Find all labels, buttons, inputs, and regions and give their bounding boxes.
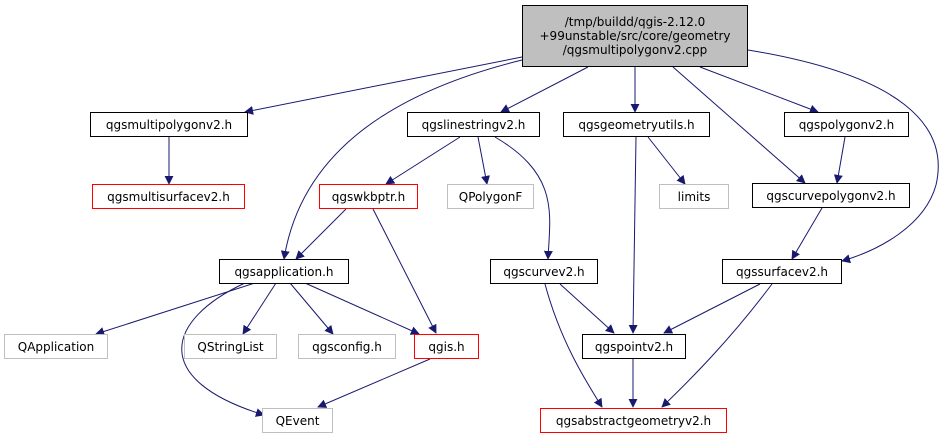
edge-root-application — [280, 59, 523, 260]
edge-curve-point — [559, 283, 615, 334]
node-qgscurvepolygonv2-h[interactable]: qgscurvepolygonv2.h — [752, 183, 910, 208]
root-path-line1: /tmp/buildd/qgis-2.12.0 — [564, 15, 706, 29]
edge-curvepolygon-surface — [791, 207, 823, 260]
node-qgsconfig-h[interactable]: qgsconfig.h — [298, 334, 396, 359]
edge-root-linestring — [500, 66, 589, 113]
edge-linestring-qpolygonf — [477, 136, 490, 185]
node-qgspointv2-h[interactable]: qgspointv2.h — [582, 334, 686, 359]
node-qgsgeometryutils-h[interactable]: qgsgeometryutils.h — [563, 112, 710, 137]
edge-curve-abstract — [544, 283, 603, 408]
root-file-node[interactable]: /tmp/buildd/qgis-2.12.0 +99unstable/src/… — [522, 5, 748, 67]
edge-wkbptr-qgis — [372, 208, 437, 334]
node-qgscurvev2-h[interactable]: qgscurvev2.h — [490, 259, 598, 284]
node-qgsmultisurfacev2-h[interactable]: qgsmultisurfacev2.h — [92, 184, 245, 209]
node-qapplication[interactable]: QApplication — [4, 334, 108, 359]
node-qgslinestringv2-h[interactable]: qgslinestringv2.h — [407, 112, 540, 137]
edge-geometryutils-limits — [647, 136, 686, 185]
edge-linestring-curve — [494, 136, 553, 260]
edge-application-qgsconfig — [289, 282, 334, 335]
edge-application-qstringlist — [242, 282, 277, 335]
edge-application-qapplication — [95, 282, 256, 336]
node-qstringlist[interactable]: QStringList — [184, 334, 277, 359]
edge-qgis-qevent — [317, 358, 431, 408]
node-qgssurfacev2-h[interactable]: qgssurfacev2.h — [722, 259, 842, 284]
edge-geometryutils-point — [628, 136, 638, 334]
root-path-line3: /qgsmultipolygonv2.cpp — [562, 43, 708, 57]
node-qgspolygonv2-h[interactable]: qgspolygonv2.h — [784, 112, 909, 137]
node-qevent[interactable]: QEvent — [262, 408, 333, 433]
edge-surface-point — [663, 283, 761, 334]
edge-root-surface — [747, 49, 939, 264]
node-qgsmultipolygonv2-h[interactable]: qgsmultipolygonv2.h — [90, 112, 248, 137]
node-qgis-h[interactable]: qgis.h — [414, 334, 479, 359]
node-qgsapplication-h[interactable]: qgsapplication.h — [219, 259, 349, 284]
edge-wkbptr-application — [295, 208, 347, 260]
node-qpolygonf[interactable]: QPolygonF — [447, 184, 534, 209]
edge-application-qgis — [304, 282, 420, 335]
node-qgswkbptr-h[interactable]: qgswkbptr.h — [319, 184, 418, 209]
node-limits[interactable]: limits — [659, 184, 729, 209]
edge-linestring-wkbptr — [385, 136, 461, 185]
edge-application-qevent — [181, 282, 265, 417]
node-qgsabstractgeometryv2-h[interactable]: qgsabstractgeometryv2.h — [540, 408, 727, 433]
edge-polygon-curvepolygon — [833, 136, 846, 184]
edge-surface-abstract — [661, 283, 773, 408]
root-path-line2: +99unstable/src/core/geometry — [539, 29, 731, 43]
edge-root-multipolygon — [244, 56, 523, 115]
edge-root-polygon — [699, 66, 819, 114]
edge-root-curvepolygon — [672, 66, 806, 184]
